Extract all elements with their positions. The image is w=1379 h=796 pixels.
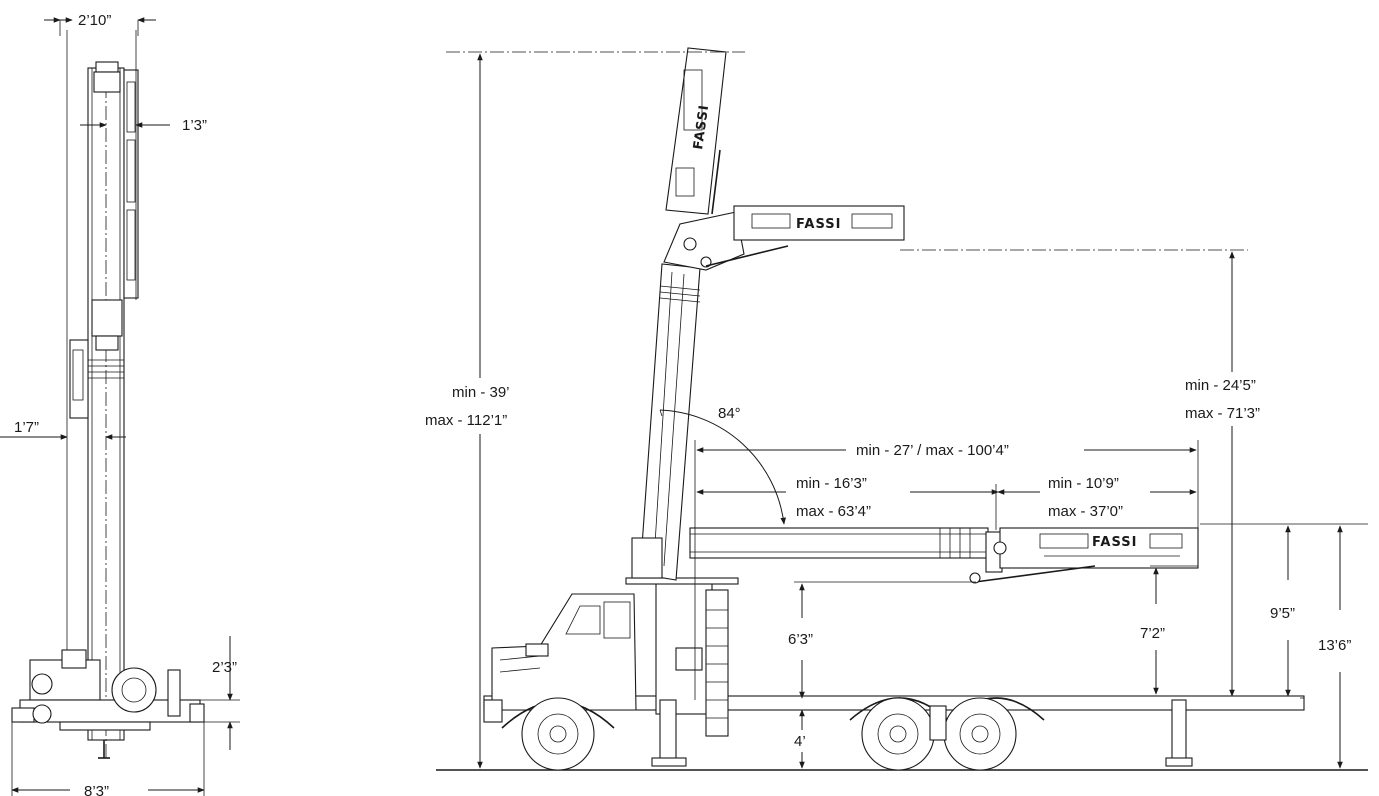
- dim-frame-height: 4’: [794, 733, 806, 750]
- boom-logo: FASSI: [1092, 535, 1137, 550]
- dim-top-width: 2’10”: [78, 12, 111, 29]
- dim-overall-height: 13’6”: [1318, 637, 1351, 654]
- dim-hook-height-min: min - 24’5”: [1185, 377, 1256, 394]
- dim-stowed-height: 9’5”: [1270, 605, 1295, 622]
- dim-boom-angle: 84°: [718, 405, 741, 422]
- dim-main-reach-min: min - 16’3”: [796, 475, 867, 492]
- side-dimensions: [446, 51, 1368, 769]
- dim-jib-reach-min: min - 10’9”: [1048, 475, 1119, 492]
- dim-deck-height: 6’3”: [788, 631, 813, 648]
- upper-jib-logo: FASSI: [796, 217, 841, 232]
- horizontal-boom: FASSI: [689, 527, 1199, 584]
- dim-max-height-min: min - 39’: [452, 384, 510, 401]
- front-view: [11, 30, 205, 760]
- truck: [483, 577, 1305, 771]
- dim-total-reach: min - 27’ / max - 100’4”: [856, 442, 1009, 459]
- dim-jib-clearance: 7’2”: [1140, 625, 1165, 642]
- dim-main-reach-max: max - 63’4”: [796, 503, 871, 520]
- dim-outrigger-height: 2’3”: [212, 659, 237, 676]
- jib-logo: FASSI: [691, 103, 712, 150]
- rear-wheel-1: [861, 697, 935, 771]
- side-labels: min - 39’ max - 112’1” min - 24’5” max -…: [425, 377, 1351, 750]
- dim-hook-height-max: max - 71’3”: [1185, 405, 1260, 422]
- rear-wheel-2: [943, 697, 1017, 771]
- front-dimensions: [0, 17, 240, 796]
- raised-boom: FASSI FASSI: [631, 47, 905, 581]
- dim-boom-offset: 1’3”: [182, 117, 207, 134]
- front-wheel: [521, 697, 595, 771]
- dim-max-height-max: max - 112’1”: [425, 412, 507, 429]
- dim-overall-width: 8’3”: [84, 783, 109, 796]
- dim-jib-reach-max: max - 37’0”: [1048, 503, 1123, 520]
- front-labels: 2’10” 1’3” 1’7” 2’3” 8’3”: [14, 12, 237, 796]
- dim-base-offset: 1’7”: [14, 419, 39, 436]
